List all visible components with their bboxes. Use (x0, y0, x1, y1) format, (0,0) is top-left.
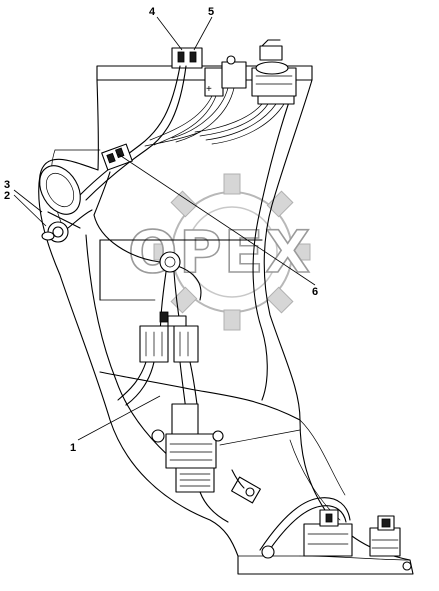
side-bracket (231, 469, 261, 504)
callout-labels: 4 5 3 2 1 6 (4, 6, 318, 454)
relay-block (117, 311, 199, 413)
callout-2: 2 (4, 190, 10, 202)
middle-connector (93, 143, 133, 216)
top-connector-block: + (171, 39, 297, 105)
leader-lines (13, 16, 316, 441)
callout-6: 6 (312, 286, 318, 298)
watermark-text: OPEX (128, 218, 312, 286)
svg-text:+: + (206, 84, 212, 95)
left-lamp-assembly (39, 165, 93, 243)
callout-4: 4 (149, 6, 156, 18)
callout-1: 1 (70, 442, 76, 454)
watermark: OPEX (127, 173, 312, 331)
bottom-right-connectors (259, 497, 412, 571)
wire-bundle-upper (79, 65, 285, 201)
callout-3: 3 (4, 179, 10, 191)
callout-5: 5 (208, 6, 214, 18)
lower-round-connector (151, 403, 229, 523)
